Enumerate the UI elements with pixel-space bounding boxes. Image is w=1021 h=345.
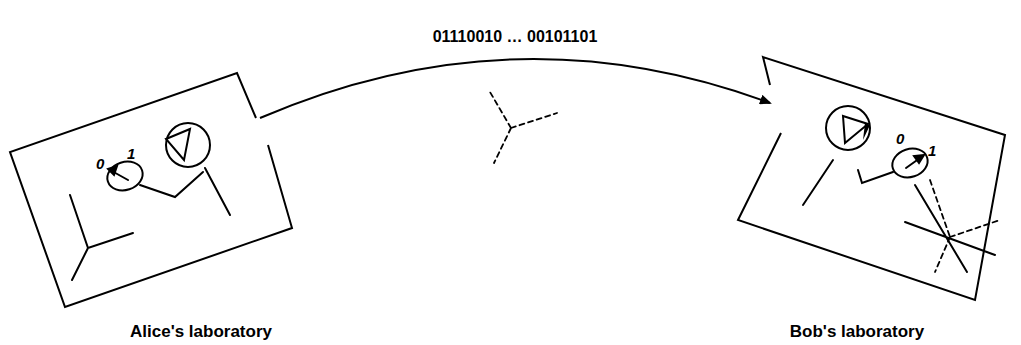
laboratory: Bob's laboratory <box>735 55 1010 340</box>
lab-label: Alice's laboratory <box>130 323 272 340</box>
bit-string: 01110010 … 00101101 <box>433 29 598 45</box>
dial-digit: 0 <box>896 131 904 146</box>
dial-digit: 1 <box>127 146 135 161</box>
laboratory-outline <box>8 70 298 342</box>
transmission-arrow <box>260 59 770 118</box>
laboratory: Alice's laboratory <box>8 70 298 342</box>
lab-label: Bob's laboratory <box>790 323 924 340</box>
laboratory-outline <box>735 55 1010 340</box>
dial-digit: 1 <box>928 143 936 158</box>
dial-digit: 0 <box>96 156 104 171</box>
